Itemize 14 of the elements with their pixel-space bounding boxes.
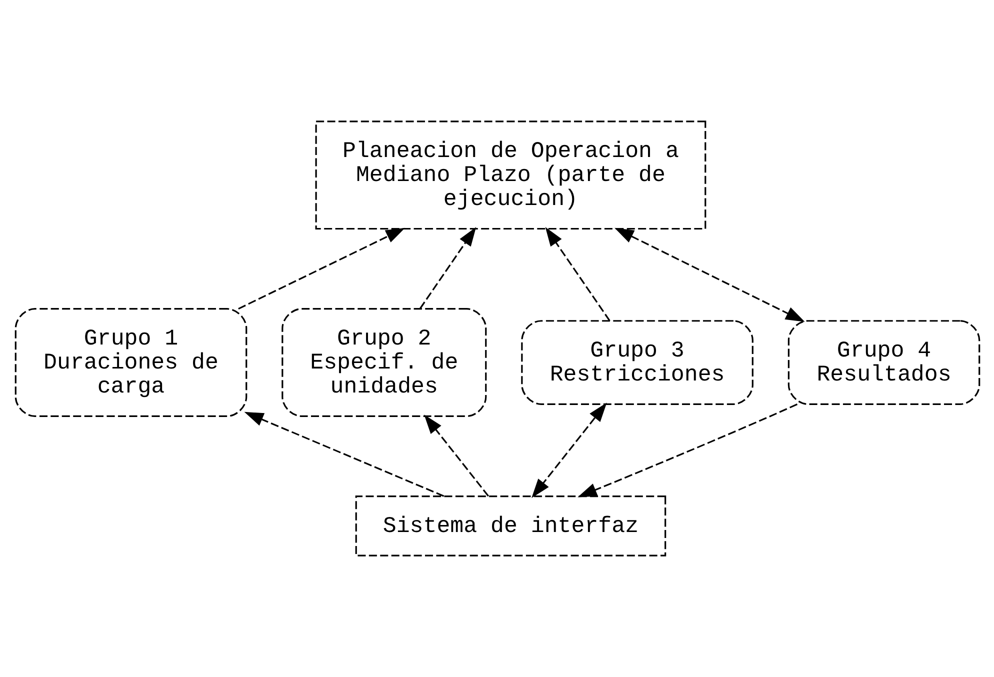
node-box: Sistema de interfaz — [354, 496, 666, 556]
node-box: Grupo 4 Resultados — [787, 320, 980, 405]
arrow — [244, 412, 444, 497]
arrow — [577, 404, 798, 498]
node-box: Grupo 1 Duraciones de carga — [14, 308, 247, 417]
arrow — [419, 227, 476, 309]
node-box: Grupo 3 Restricciones — [520, 320, 753, 405]
node-box: Grupo 2 Especif. de unidades — [281, 308, 486, 417]
arrow — [614, 228, 804, 322]
arrow — [424, 414, 489, 497]
arrow — [544, 227, 610, 322]
arrow — [531, 402, 606, 498]
arrow — [238, 228, 405, 310]
node-box: Planeacion de Operacion a Mediano Plazo (parte de ejecucion) — [314, 120, 706, 230]
